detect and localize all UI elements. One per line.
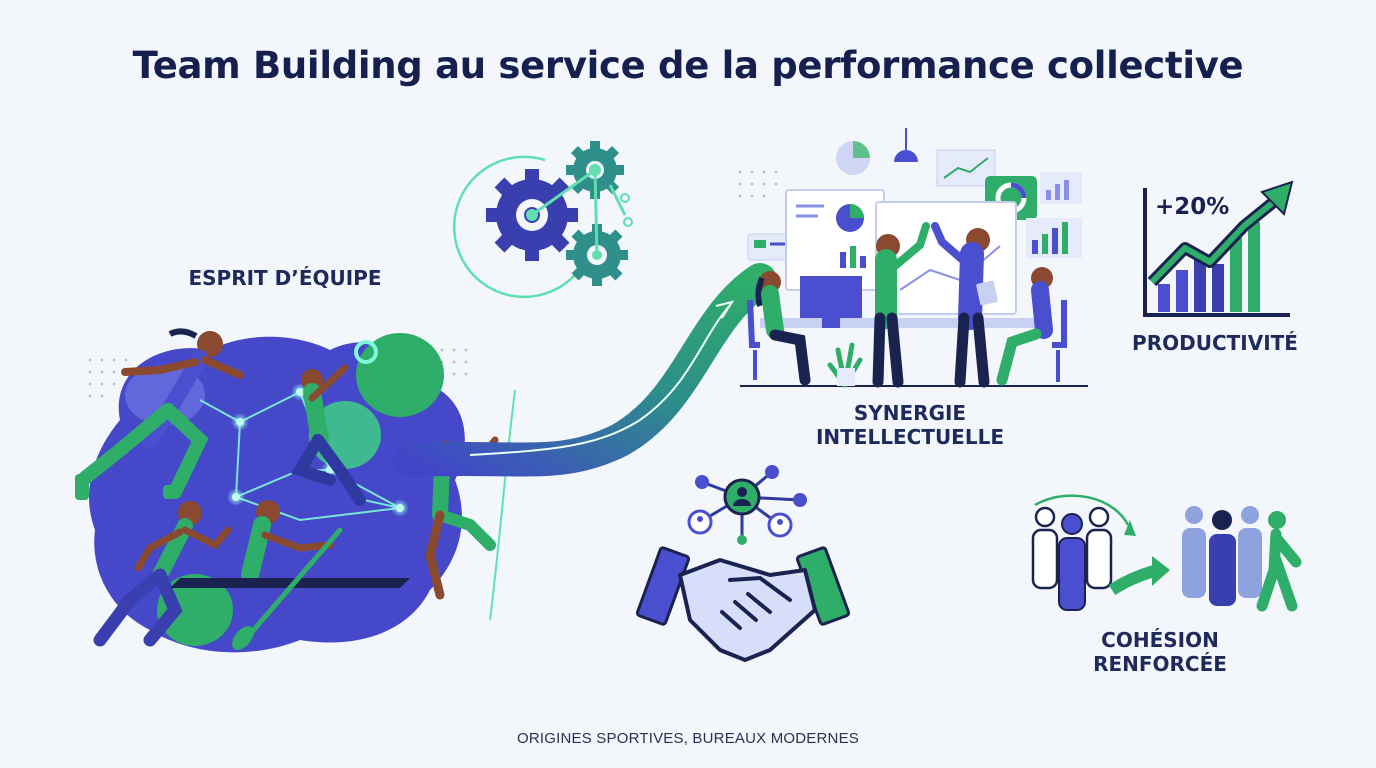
weightlifter-icon bbox=[291, 340, 378, 506]
man-navy-icon bbox=[931, 222, 998, 388]
man-green-icon bbox=[872, 222, 930, 388]
growth-chart-icon: +20% bbox=[1143, 180, 1294, 317]
sprinter-icon bbox=[93, 501, 232, 647]
gears-icon bbox=[452, 141, 633, 299]
lamp-icon bbox=[894, 128, 918, 162]
page-title: Team Building au service de la performan… bbox=[132, 44, 1244, 87]
network-icon bbox=[687, 465, 807, 545]
plant-icon bbox=[827, 342, 863, 388]
flow-arrow bbox=[393, 263, 777, 477]
seated-woman-right-icon bbox=[996, 267, 1067, 386]
label-productivite: PRODUCTIVITÉ bbox=[1132, 331, 1298, 355]
runner-icon bbox=[75, 328, 244, 500]
rower-icon bbox=[170, 500, 410, 650]
pie-chart-icon bbox=[836, 141, 870, 175]
office-scene bbox=[740, 128, 1088, 388]
label-synergie-intellectuelle: SYNERGIE INTELLECTUELLE bbox=[815, 401, 1004, 450]
green-blob-1 bbox=[356, 333, 444, 417]
bar-card-top bbox=[1040, 172, 1082, 204]
people-group-icon bbox=[1031, 494, 1302, 612]
meeting-table bbox=[760, 318, 1040, 328]
label-esprit-equipe: ESPRIT D’ÉQUIPE bbox=[188, 266, 382, 290]
label-cohesion-renforcee: COHÉSION RENFORCÉE bbox=[1093, 628, 1227, 677]
seated-woman-icon bbox=[747, 271, 811, 386]
sports-scene bbox=[75, 328, 516, 653]
green-blob-2 bbox=[157, 574, 233, 646]
handshake-icon bbox=[635, 546, 851, 662]
productivity-badge: +20% bbox=[1155, 194, 1229, 220]
bar-card-right bbox=[1026, 218, 1082, 258]
footer-caption: ORIGINES SPORTIVES, BUREAUX MODERNES bbox=[517, 730, 859, 747]
